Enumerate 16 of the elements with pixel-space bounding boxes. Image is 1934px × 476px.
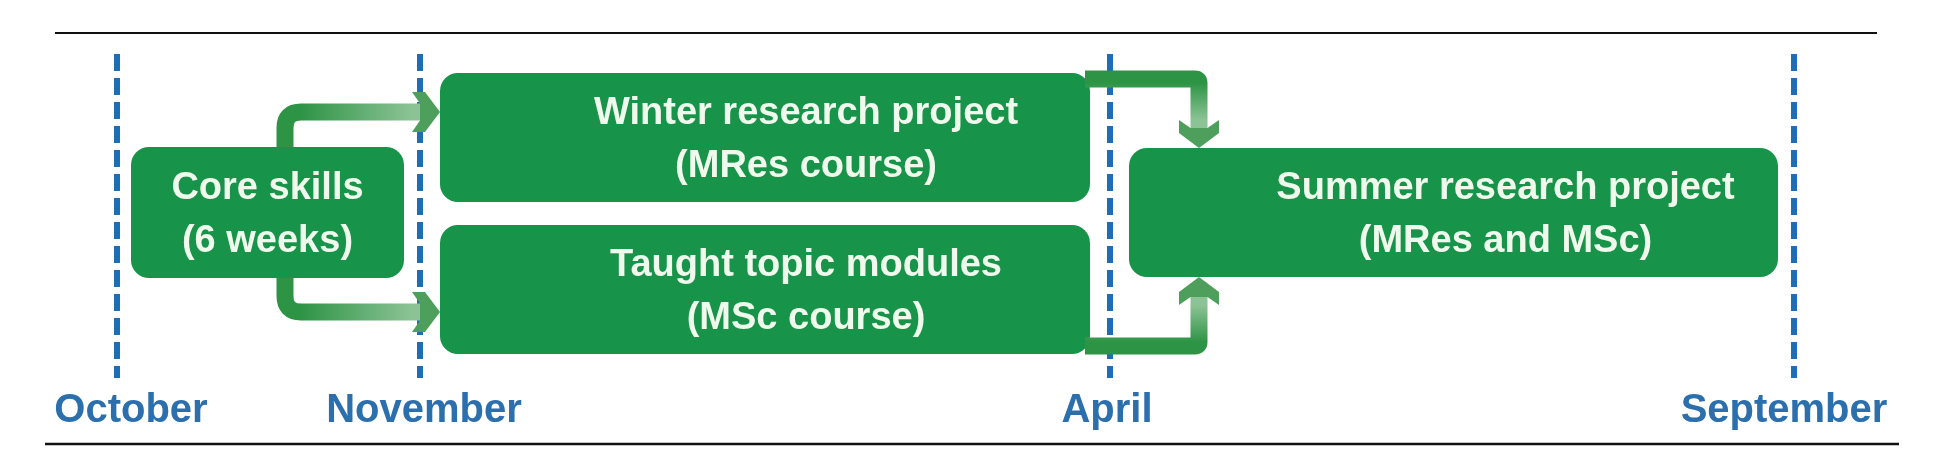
stage-title: Taught topic modules xyxy=(610,240,1002,286)
month-label: October xyxy=(54,385,208,431)
month-label: November xyxy=(326,385,522,431)
stage-box xyxy=(131,147,404,278)
stage-detail: (MRes course) xyxy=(675,141,937,187)
stage-box xyxy=(440,225,1090,354)
month-label: September xyxy=(1680,385,1888,431)
stage-box xyxy=(1129,148,1778,277)
stage-detail: (MSc course) xyxy=(686,293,926,339)
stage-detail: (MRes and MSc) xyxy=(1358,216,1653,262)
stage-title: Core skills xyxy=(171,163,364,209)
stage-box xyxy=(440,73,1090,202)
stage-title: Winter research project xyxy=(593,88,1019,134)
month-label: April xyxy=(1061,385,1153,431)
stage-detail: (6 weeks) xyxy=(181,216,354,262)
stage-title: Summer research project xyxy=(1276,163,1735,209)
